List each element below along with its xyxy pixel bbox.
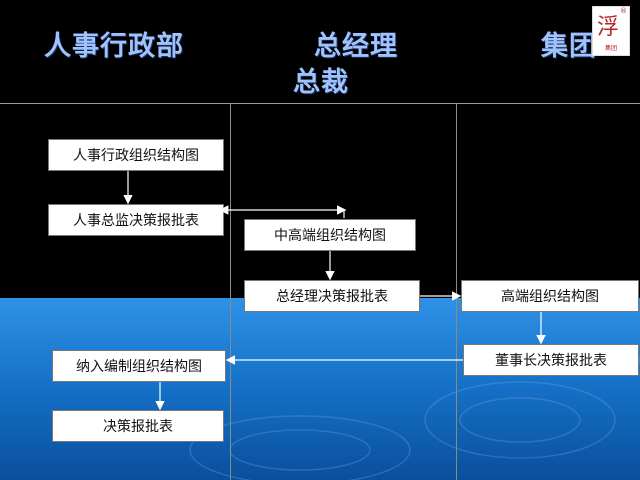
node-hr-director-form: 人事总监决策报批表 xyxy=(48,204,224,236)
logo-mark: 浮 xyxy=(597,15,620,40)
node-include-org-chart: 纳入编制组织结构图 xyxy=(52,350,226,382)
logo-subtext: 集团 xyxy=(604,45,617,52)
lane-title-general-manager: 总经理 xyxy=(314,31,398,62)
lane-title-president: 总裁 xyxy=(293,67,349,98)
lane-title-hr: 人事行政部 xyxy=(44,31,184,62)
header-divider xyxy=(0,103,640,104)
lane-divider-2 xyxy=(456,104,457,480)
lane-divider-1 xyxy=(230,104,231,480)
company-logo: 浮 ® 集团 xyxy=(592,6,630,56)
node-chairman-decision-form: 董事长决策报批表 xyxy=(463,344,639,376)
node-mid-high-org-chart: 中高端组织结构图 xyxy=(244,219,416,251)
node-gm-decision-form: 总经理决策报批表 xyxy=(244,280,420,312)
registered-mark: ® xyxy=(620,7,627,15)
lane-title-group: 集团 xyxy=(541,31,597,62)
water-background xyxy=(0,298,640,480)
node-hr-org-chart: 人事行政组织结构图 xyxy=(48,139,224,171)
node-decision-form: 决策报批表 xyxy=(52,410,224,442)
node-high-org-chart: 高端组织结构图 xyxy=(461,280,639,312)
